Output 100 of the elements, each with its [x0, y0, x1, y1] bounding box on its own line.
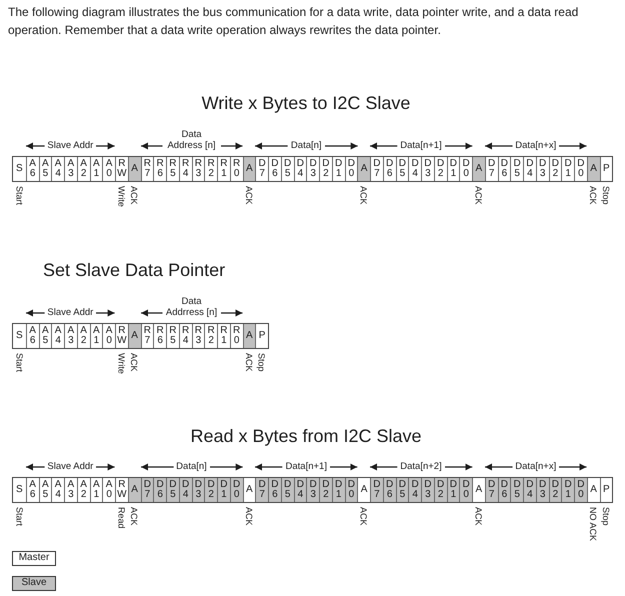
- bit-field: R 5: [166, 157, 179, 181]
- bit-field: D 7: [484, 157, 498, 181]
- bit-field: A: [242, 157, 256, 181]
- intro-text: The following diagram illustrates the bus communication for a data write, data pointer write, and a data read operation. Remember that a data write operation always rewrites the data pointer.: [8, 4, 580, 39]
- condition-label: Stop: [600, 507, 611, 526]
- legend-key: Master: [12, 551, 56, 566]
- bit-field: A 6: [26, 478, 38, 502]
- condition-label: Stop: [256, 353, 267, 372]
- bit-field: R 3: [192, 324, 204, 348]
- bit-field: D 1: [561, 157, 574, 181]
- bit-field: R 6: [153, 157, 166, 181]
- bit-field: A: [128, 478, 140, 502]
- bit-field: D 6: [498, 157, 510, 181]
- bit-field: R W: [115, 324, 128, 348]
- condition-label: ACK: [129, 353, 140, 372]
- bit-field: R 7: [140, 157, 154, 181]
- bit-field: D 1: [332, 157, 344, 181]
- bit-field: D 2: [319, 157, 332, 181]
- bit-field: D 5: [510, 478, 523, 502]
- bit-field: A: [128, 324, 140, 348]
- bit-field: D 6: [268, 478, 281, 502]
- field-label: Data Addrress [n]: [164, 296, 218, 318]
- bit-field: D 7: [484, 478, 498, 502]
- field-label: Slave Addr: [46, 461, 94, 472]
- condition-label: ACK: [244, 186, 254, 205]
- field-label: Data Address [n]: [166, 129, 217, 151]
- bit-field: D 3: [421, 478, 434, 502]
- field-label: Data[n]: [175, 461, 208, 472]
- bit-field: D 6: [382, 478, 396, 502]
- bit-field: D 3: [536, 157, 548, 181]
- bit-field: D 1: [217, 478, 230, 502]
- bit-field: D 0: [574, 157, 587, 181]
- bit-field: R 5: [166, 324, 179, 348]
- bit-field: A: [128, 157, 140, 181]
- bit-field: P: [255, 324, 268, 348]
- bit-field: D 7: [255, 157, 268, 181]
- condition-label: ACK: [244, 353, 254, 372]
- bit-field: R 1: [217, 157, 230, 181]
- condition-label: ACK: [129, 186, 140, 205]
- bit-field: R 6: [153, 324, 166, 348]
- bit-field: A 3: [64, 324, 77, 348]
- bit-field: A 1: [90, 478, 102, 502]
- condition-label: Write: [116, 186, 126, 207]
- bit-field: D 3: [421, 157, 434, 181]
- bit-field: D 1: [446, 478, 460, 502]
- bit-field: D 6: [498, 478, 510, 502]
- bit-field: A: [357, 157, 370, 181]
- field-label: Data[n+1]: [284, 461, 328, 472]
- condition-label: Start: [14, 353, 24, 372]
- bit-field: D 7: [255, 478, 268, 502]
- bit-field: A 1: [90, 324, 102, 348]
- bit-field: A: [472, 157, 485, 181]
- condition-label: ACK: [473, 507, 484, 526]
- bit-field: D 0: [344, 478, 358, 502]
- bit-field: R 0: [230, 324, 242, 348]
- bit-field: A 3: [64, 478, 77, 502]
- bit-field: D 1: [332, 478, 344, 502]
- bit-field: A 4: [51, 157, 64, 181]
- bit-field: D 4: [178, 478, 192, 502]
- bit-field: D 1: [561, 478, 574, 502]
- bit-field: A: [472, 478, 485, 502]
- bit-field: D 2: [548, 157, 562, 181]
- bit-field: D 5: [396, 157, 408, 181]
- field-label: Data[n]: [290, 140, 323, 151]
- bit-field: R 2: [204, 324, 217, 348]
- field-label: Data[n+1]: [399, 140, 443, 151]
- bit-field: D 5: [166, 478, 179, 502]
- field-label: Slave Addr: [46, 307, 94, 318]
- bit-field: A 4: [51, 324, 64, 348]
- bit-field: D 6: [382, 157, 396, 181]
- bit-field: P: [600, 478, 612, 502]
- bit-field: D 6: [268, 157, 281, 181]
- bit-field: A 5: [38, 324, 52, 348]
- frame-bar: [12, 156, 614, 182]
- bit-field: R 0: [230, 157, 242, 181]
- bit-field: R W: [115, 478, 128, 502]
- bit-field: R 3: [192, 157, 204, 181]
- bit-field: D 2: [434, 157, 446, 181]
- bit-field: D 0: [230, 478, 242, 502]
- bit-field: D 4: [408, 157, 421, 181]
- bit-field: D 7: [370, 157, 383, 181]
- bit-field: A 0: [102, 324, 115, 348]
- bit-field: D 2: [319, 478, 332, 502]
- bit-field: D 2: [434, 478, 446, 502]
- bit-field: A 2: [76, 478, 90, 502]
- bit-field: D 0: [459, 157, 472, 181]
- bit-field: D 3: [192, 478, 204, 502]
- bit-field: A: [586, 478, 600, 502]
- field-label: Data[n+x]: [514, 461, 558, 472]
- bit-field: D 2: [204, 478, 217, 502]
- bit-field: R 1: [217, 324, 230, 348]
- condition-label: Write: [116, 353, 126, 374]
- condition-label: ACK: [588, 186, 598, 205]
- field-label: Slave Addr: [46, 140, 94, 151]
- bit-field: D 5: [510, 157, 523, 181]
- bit-field: D 3: [306, 478, 319, 502]
- bit-field: A 4: [51, 478, 64, 502]
- bit-field: D 4: [408, 478, 421, 502]
- bit-field: A 2: [76, 324, 90, 348]
- legend-key: Slave: [12, 576, 56, 591]
